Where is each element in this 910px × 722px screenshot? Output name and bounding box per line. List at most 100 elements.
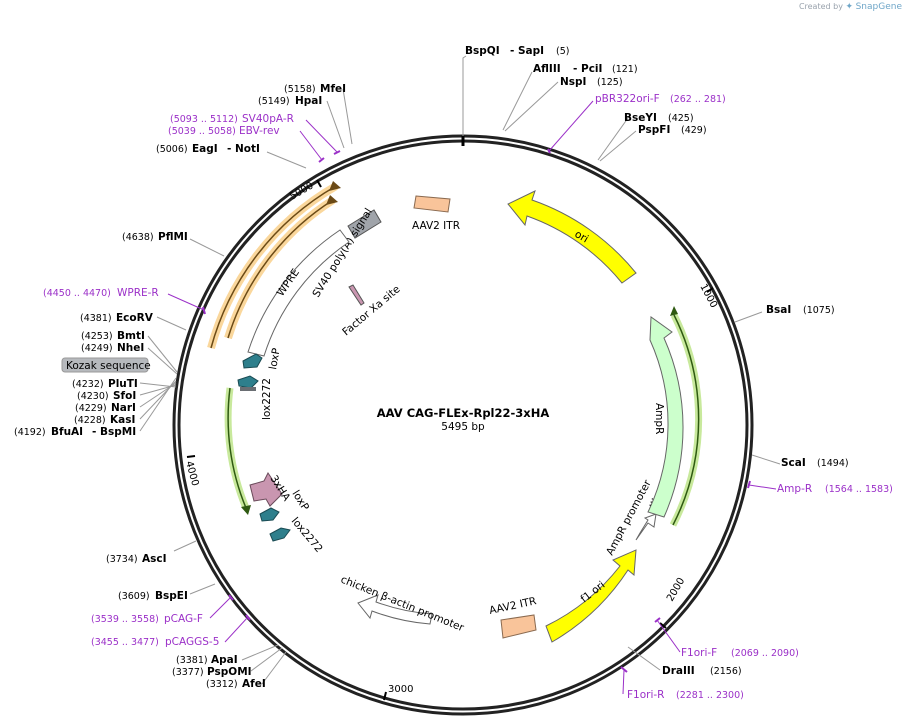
site-bspmi-sep: - [92, 426, 96, 438]
primer-pbr322ori-f: pBR322ori-F [595, 93, 660, 105]
orf-orange-inner-core [227, 199, 334, 339]
site-pspfi: PspFI [638, 124, 670, 136]
primer-wpre-r-pos: (4450 .. 4470) [43, 288, 111, 299]
sv40-box [347, 209, 382, 239]
restriction-site-labels: BspQI - SapI (5) AflIII - PciI (121) Nsp… [14, 45, 849, 690]
site-ecorv: EcoRV [116, 312, 154, 324]
primer-f1ori-r: F1ori-R [627, 689, 664, 701]
primer-pcaggs-5: pCAGGS-5 [165, 636, 219, 648]
site-apai-pos: (3381) [176, 655, 208, 666]
site-draiii-pos: (2156) [710, 666, 742, 677]
loxp-left-label: loxP [267, 347, 283, 370]
site-bfuai-pos: (4192) [14, 427, 46, 438]
primer-f1ori-f: F1ori-F [681, 647, 717, 659]
site-pluti: PluTI [108, 378, 138, 390]
primer-ebv-rev-pos: (5039 .. 5058) [168, 126, 236, 137]
primer-labels: pBR322ori-F (262 .. 281) Amp-R (1564 .. … [43, 93, 893, 701]
factor-xa-mark [348, 284, 365, 306]
site-nspi-pos: (125) [597, 77, 623, 88]
site-mfei: MfeI [320, 83, 346, 95]
lox2272-right-label: lox2272 [289, 515, 325, 555]
site-nari-pos: (4229) [75, 403, 107, 414]
lox2272-left-box [240, 387, 256, 391]
site-afliii-pos: (121) [612, 64, 638, 75]
site-apai: ApaI [211, 654, 238, 666]
site-hpai-pos: (5149) [258, 96, 290, 107]
aav2-itr-bottom-label: AAV2 ITR [488, 595, 537, 617]
orf-orange-outer-core [210, 185, 337, 349]
primer-pbr322ori-f-pos: (262 .. 281) [670, 94, 726, 105]
snapgene-credit: Created by ✦ SnapGene [799, 2, 902, 12]
aav2-itr-top-label: AAV2 ITR [412, 220, 460, 232]
site-bmti: BmtI [117, 330, 145, 342]
orf-green-right-head [670, 306, 678, 316]
site-bspei-pos: (3609) [118, 591, 150, 602]
site-bspmi: BspMI [100, 426, 136, 438]
site-hpai: HpaI [295, 95, 322, 107]
credit-prefix: Created by [798, 2, 843, 11]
ampr-label: AmpR [653, 403, 665, 434]
primer-amp-r: Amp-R [777, 483, 812, 495]
primer-ebv-rev: EBV-rev [239, 125, 280, 137]
site-sfoi-pos: (4230) [77, 391, 109, 402]
ori-label: ori [573, 228, 591, 245]
site-mfei-pos: (5158) [284, 84, 316, 95]
site-pcii-sep: - [573, 63, 577, 75]
site-afei: AfeI [242, 678, 266, 690]
primer-leaders [167, 100, 777, 695]
loxp-right-label: loxP [289, 488, 311, 513]
tick-3000: 3000 [388, 684, 413, 695]
site-pflmi: PflMI [158, 231, 188, 243]
site-bspqi: BspQI [465, 45, 500, 57]
site-pcii: PciI [581, 63, 602, 75]
primer-f1ori-f-pos: (2069 .. 2090) [731, 648, 799, 659]
factor-xa-label: Factor Xa site [340, 283, 402, 338]
ampr-promoter-arrow [635, 513, 657, 541]
site-scai: ScaI [781, 457, 806, 469]
orf-green-left [224, 387, 250, 510]
aav2-itr-bottom [500, 614, 537, 639]
site-nari: NarI [111, 402, 136, 414]
f1-ori-arrow [545, 549, 637, 643]
position-ticks [186, 179, 714, 701]
site-pflmi-pos: (4638) [122, 232, 154, 243]
site-pspfi-pos: (429) [681, 125, 707, 136]
ori-arrow [507, 190, 637, 284]
site-bseyi: BseYI [624, 112, 657, 124]
lox2272-right-arrow [269, 527, 291, 542]
primer-f1ori-r-pos: (2281 .. 2300) [676, 690, 744, 701]
site-pluti-pos: (4232) [72, 379, 104, 390]
primer-wpre-r: WPRE-R [117, 287, 159, 299]
kozak-label: Kozak sequence [61, 357, 151, 373]
ampr-arrow [647, 316, 684, 518]
site-pspomi-pos: (3377) [172, 667, 204, 678]
site-ecorv-pos: (4381) [80, 313, 112, 324]
site-noti-sep: - [227, 143, 231, 155]
orf-green-left-core [227, 387, 247, 509]
primer-sv40pa-r-pos: (5093 .. 5112) [170, 114, 238, 125]
kozak-text: Kozak sequence [66, 360, 151, 372]
cba-promoter-label: chicken β-actin promoter [339, 574, 466, 635]
site-asci: AscI [142, 553, 167, 565]
site-bseyi-pos: (425) [668, 113, 694, 124]
lox2272-left-label: lox2272 [261, 378, 273, 420]
site-nhei: NheI [117, 342, 144, 354]
site-bsai-pos: (1075) [803, 305, 835, 316]
site-bsai: BsaI [766, 304, 791, 316]
primer-pcag-f: pCAG-F [164, 613, 203, 625]
enzyme-leaders [139, 55, 781, 685]
loxp-right-arrow [259, 507, 280, 522]
site-draiii: DraIII [662, 665, 695, 677]
loxp-left-arrow [242, 353, 263, 369]
primer-pcag-f-pos: (3539 .. 3558) [91, 614, 159, 625]
orf-orange-outer-head [329, 181, 341, 191]
site-nhei-pos: (4249) [81, 343, 113, 354]
site-eagi-pos: (5006) [156, 144, 188, 155]
site-kasi-pos: (4228) [74, 415, 106, 426]
cba-promoter-arrow [357, 594, 433, 625]
site-bfuai: BfuAI [51, 426, 83, 438]
site-bmti-pos: (4253) [81, 331, 113, 342]
snapgene-logo: ✦ [845, 2, 854, 12]
orf-green-right-core [672, 314, 700, 526]
site-sapi: SapI [518, 45, 544, 57]
